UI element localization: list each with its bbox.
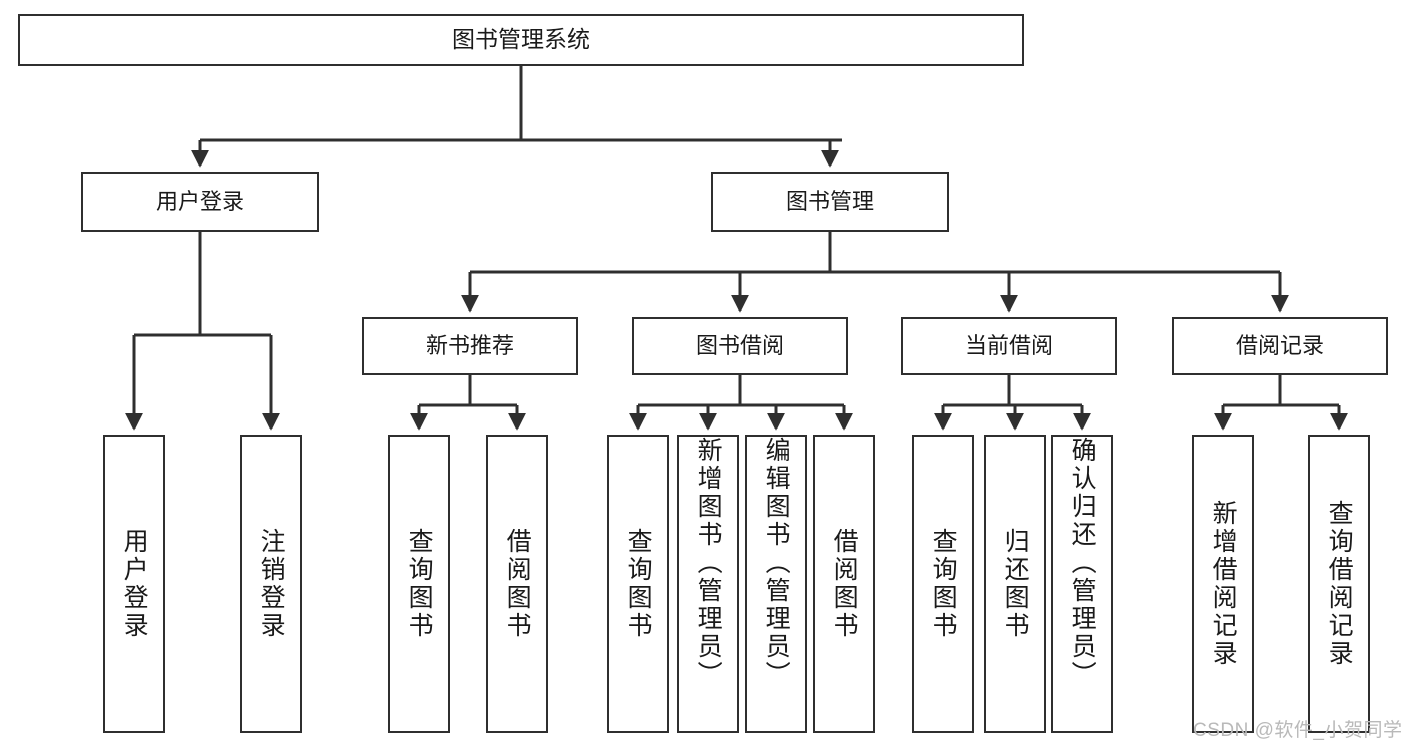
node-new-book-rec-label: 新书推荐 [425,333,514,359]
node-leaf-query-book-cb-label: 查询图书 [929,528,958,640]
node-leaf-borrow-book-br[interactable]: 借阅图书 [813,435,875,733]
node-leaf-user-logout-label: 注销登录 [257,528,286,640]
node-leaf-query-record-label: 查询借阅记录 [1325,500,1354,668]
node-leaf-confirm-return-label: 确认归还（管理员） [1068,437,1097,689]
node-leaf-user-logout[interactable]: 注销登录 [240,435,302,733]
node-book-manage-label: 图书管理 [785,189,874,215]
node-leaf-return-book[interactable]: 归还图书 [984,435,1046,733]
node-borrow-record-label: 借阅记录 [1235,333,1324,359]
node-leaf-add-record[interactable]: 新增借阅记录 [1192,435,1254,733]
node-root-label: 图书管理系统 [452,26,590,53]
node-leaf-return-book-label: 归还图书 [1001,528,1030,640]
node-user-login[interactable]: 用户登录 [81,172,319,232]
watermark: CSDN @软件_小贺同学 [1193,720,1403,741]
node-leaf-edit-book[interactable]: 编辑图书（管理员） [745,435,807,733]
node-leaf-query-book-br-label: 查询图书 [624,528,653,640]
node-leaf-add-book-label: 新增图书（管理员） [694,437,723,689]
node-leaf-user-login-label: 用户登录 [120,528,149,640]
node-book-borrow[interactable]: 图书借阅 [632,317,848,375]
node-book-borrow-label: 图书借阅 [695,333,784,359]
node-leaf-query-record[interactable]: 查询借阅记录 [1308,435,1370,733]
node-current-borrow-label: 当前借阅 [964,333,1053,359]
node-leaf-borrow-book-br-label: 借阅图书 [830,528,859,640]
node-book-manage[interactable]: 图书管理 [711,172,949,232]
node-leaf-borrow-book-rec[interactable]: 借阅图书 [486,435,548,733]
node-current-borrow[interactable]: 当前借阅 [901,317,1117,375]
node-borrow-record[interactable]: 借阅记录 [1172,317,1388,375]
node-leaf-edit-book-label: 编辑图书（管理员） [762,437,791,689]
node-leaf-query-book-br[interactable]: 查询图书 [607,435,669,733]
node-root[interactable]: 图书管理系统 [18,14,1024,66]
node-user-login-label: 用户登录 [155,189,244,215]
node-leaf-add-book[interactable]: 新增图书（管理员） [677,435,739,733]
node-leaf-confirm-return[interactable]: 确认归还（管理员） [1051,435,1113,733]
node-leaf-query-book-rec[interactable]: 查询图书 [388,435,450,733]
node-leaf-add-record-label: 新增借阅记录 [1209,500,1238,668]
node-leaf-borrow-book-rec-label: 借阅图书 [503,528,532,640]
node-leaf-query-book-rec-label: 查询图书 [405,528,434,640]
node-new-book-rec[interactable]: 新书推荐 [362,317,578,375]
node-leaf-query-book-cb[interactable]: 查询图书 [912,435,974,733]
node-leaf-user-login[interactable]: 用户登录 [103,435,165,733]
